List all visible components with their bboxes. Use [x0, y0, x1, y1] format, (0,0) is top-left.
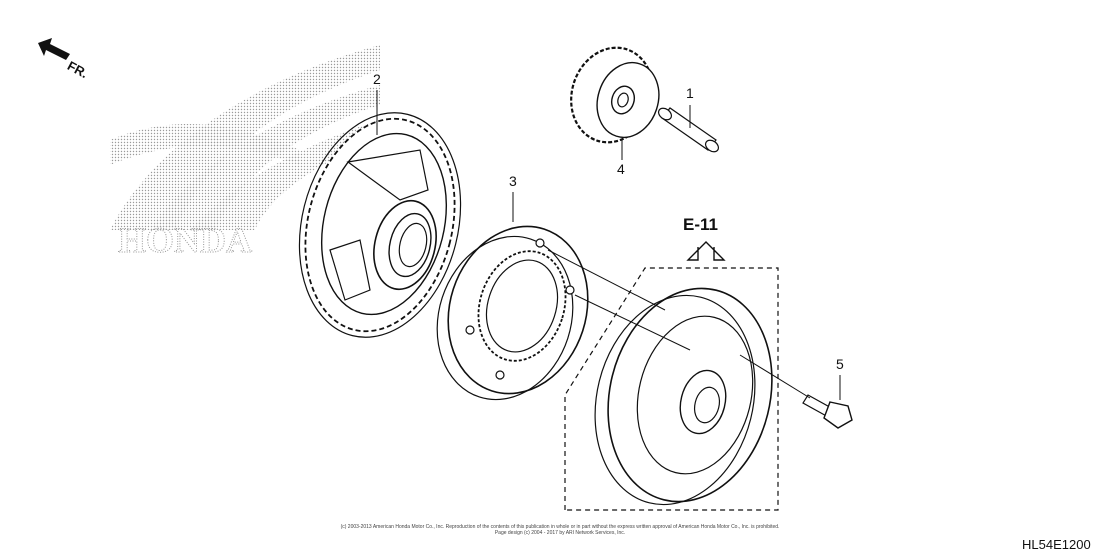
callout-2[interactable]: 2 [373, 71, 381, 87]
svg-text:HONDA: HONDA [118, 220, 252, 260]
part-2-starter-driven-gear [298, 112, 462, 338]
part-5-bolt [802, 394, 853, 429]
callout-3[interactable]: 3 [509, 173, 517, 189]
copyright-line-1: (c) 2003-2013 American Honda Motor Co., … [340, 524, 780, 530]
honda-watermark-text: HONDA [118, 220, 253, 260]
diagram-code: HL54E1200 [1022, 537, 1091, 552]
part-3-one-way-clutch [436, 225, 589, 401]
callout-5[interactable]: 5 [836, 356, 844, 372]
flywheel-rotor [594, 287, 773, 506]
part-4-idle-gear [570, 46, 660, 144]
callout-1[interactable]: 1 [686, 85, 694, 101]
reference-box-e11 [564, 241, 779, 511]
callout-4[interactable]: 4 [617, 161, 625, 177]
front-direction-arrow-icon [38, 38, 70, 60]
part-1-shaft [657, 107, 720, 153]
leader-lines [376, 90, 841, 400]
copyright-line-2: Page design (c) 2004 - 2017 by ARI Netwo… [494, 530, 626, 536]
reference-label-e11[interactable]: E-11 [683, 215, 718, 234]
